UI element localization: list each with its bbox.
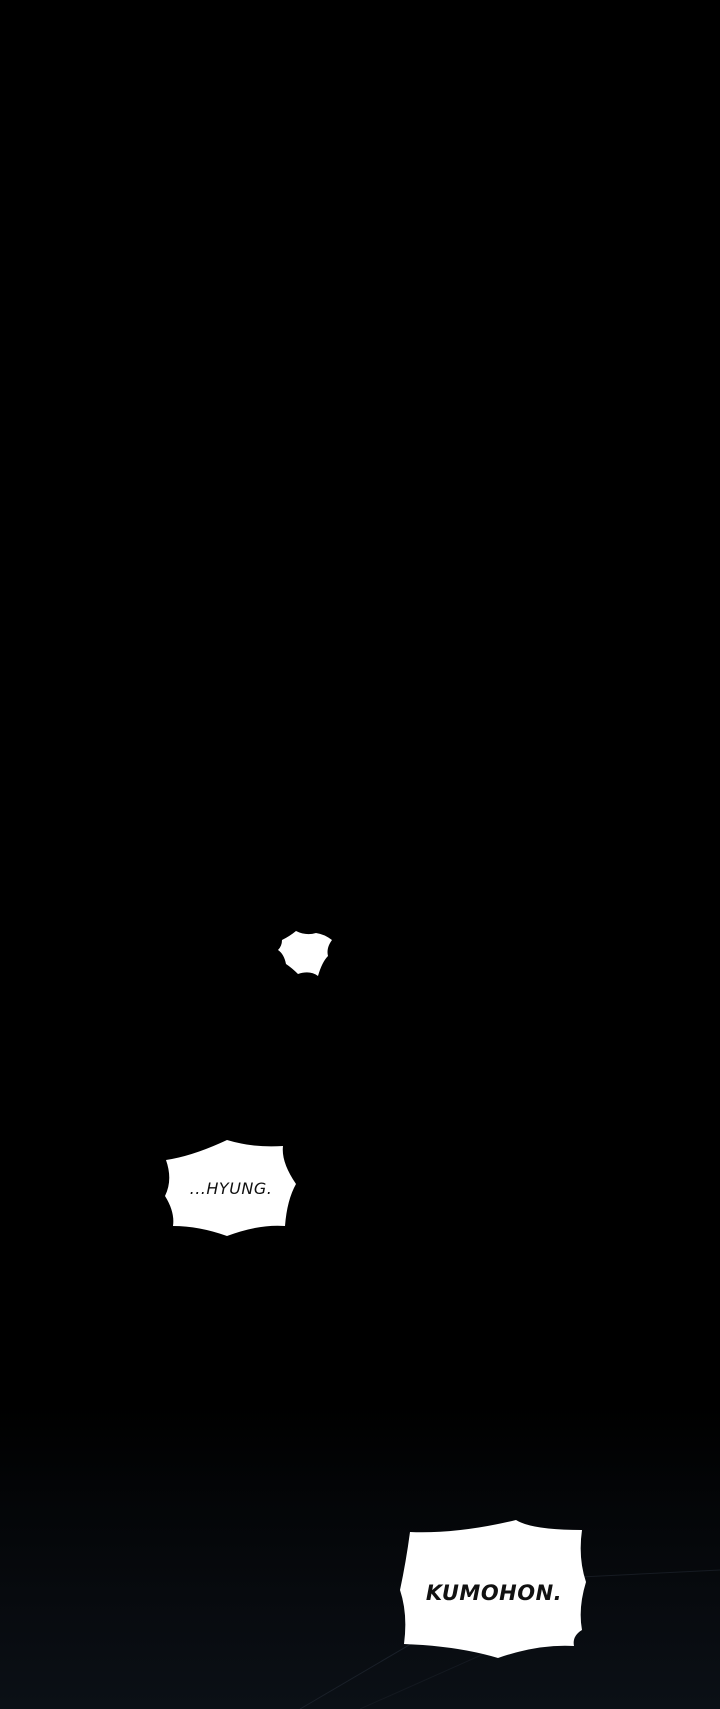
- floor-lines: [299, 1569, 720, 1709]
- burst-bubble-shape: [278, 931, 332, 976]
- speech-bubble-small: [276, 930, 336, 980]
- bubble-text-kumohon: KUMOHON.: [425, 1581, 563, 1605]
- bubble-text-hyung: ...HYUNG.: [189, 1178, 273, 1198]
- burst-bubble-shape: [165, 1140, 296, 1236]
- speech-bubble-kumohon: KUMOHON.: [398, 1518, 590, 1660]
- burst-bubble-shape: [400, 1520, 586, 1658]
- speech-bubble-hyung: ...HYUNG.: [163, 1138, 299, 1238]
